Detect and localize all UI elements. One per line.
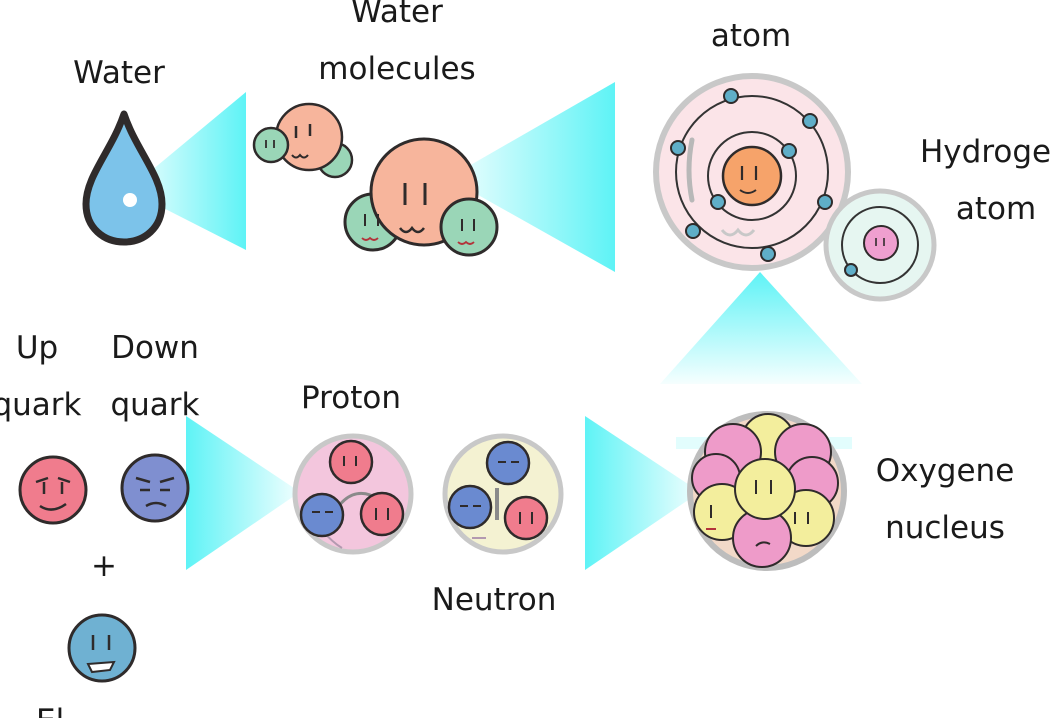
- label-down-quark-line1: Down: [111, 330, 199, 366]
- proton-quark-up-1: [328, 439, 374, 485]
- proton: [292, 433, 414, 555]
- label-up-quark-line2: quark: [0, 387, 82, 423]
- neutron-quark-down-1: [485, 440, 531, 486]
- water-drop-icon: [82, 110, 166, 246]
- label-proton: Proton: [301, 380, 401, 416]
- zoom-beam-molecules-to-atom: [448, 82, 615, 272]
- neutron-quark-up: [503, 495, 549, 541]
- water-molecule-large: [343, 137, 499, 257]
- hydrogen-atom: [823, 188, 937, 302]
- label-neutron: Neutron: [432, 582, 557, 618]
- label-oxygen-atom: atom: [711, 18, 791, 54]
- oxygen-atom: [653, 73, 851, 271]
- zoom-beam-atom-to-nucleus: [660, 272, 862, 384]
- neutron-quark-down-2: [447, 484, 493, 530]
- label-up-quark-line1: Up: [16, 330, 58, 366]
- zoom-beam-water-to-molecules: [128, 92, 246, 250]
- label-water-molecules-line1: Water: [351, 0, 443, 30]
- zoom-beam-nucleons-to-nucleus: [585, 416, 700, 570]
- down-quark: [120, 453, 190, 523]
- label-water-molecules-line2: molecules: [318, 51, 475, 87]
- electron-particle: [67, 613, 137, 683]
- label-hydrogen-atom-line2: atom: [956, 191, 1036, 227]
- label-oxygene-nucleus-line2: nucleus: [885, 510, 1005, 546]
- proton-quark-down: [299, 492, 345, 538]
- label-down-quark-line2: quark: [110, 387, 199, 423]
- label-oxygene-nucleus-line1: Oxygene: [876, 453, 1015, 489]
- oxygene-nucleus: [676, 411, 852, 571]
- proton-quark-up-2: [359, 491, 405, 537]
- electron-dots: [670, 88, 833, 262]
- water-molecule-small: [252, 102, 354, 179]
- zoom-beam-quarks-to-proton: [186, 416, 300, 570]
- label-hydrogen-atom-line1: Hydroge: [920, 134, 1051, 170]
- label-plus: +: [91, 548, 117, 584]
- up-quark: [18, 455, 88, 525]
- label-electron: El: [36, 703, 64, 718]
- neutron: [442, 433, 564, 555]
- label-water: Water: [73, 55, 165, 91]
